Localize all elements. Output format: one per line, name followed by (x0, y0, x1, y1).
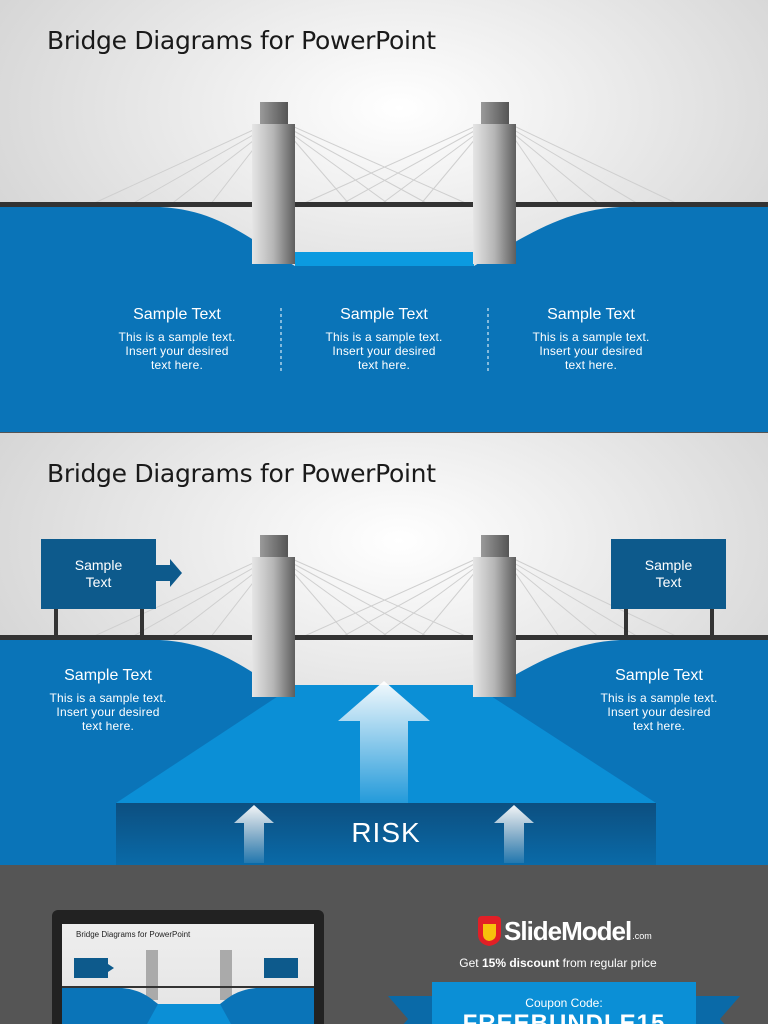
column-body: This is a sample text. Insert your desir… (501, 330, 681, 372)
slidemodel-logo: SlideModel .com (474, 914, 652, 948)
slide-2-title: Bridge Diagrams for PowerPoint (47, 459, 436, 488)
laptop-screen: Bridge Diagrams for PowerPoint (62, 924, 314, 1024)
body-line: This is a sample text. (118, 330, 236, 344)
slide-2: Bridge Diagrams for PowerPoint Sample Te… (0, 433, 768, 865)
risk-label: RISK (351, 817, 421, 848)
body-line: text here. (632, 719, 686, 733)
promo-banner: Bridge Diagrams for PowerPoint SlideMode… (0, 866, 768, 1024)
logo-text: SlideModel (504, 915, 632, 946)
sign-right: Sample Text (611, 539, 726, 609)
body-line: Insert your desired (125, 344, 229, 358)
block-body: This is a sample text. Insert your desir… (18, 691, 198, 733)
block-heading: Sample Text (64, 667, 152, 684)
discount-text: Get 15% discount from regular price (388, 956, 728, 970)
logo-domain: .com (632, 931, 652, 941)
body-line: text here. (564, 358, 618, 372)
slide-1: Bridge Diagrams for PowerPoint Sample Te… (0, 0, 768, 432)
body-line: text here. (150, 358, 204, 372)
body-line: This is a sample text. (600, 691, 718, 705)
body-line: This is a sample text. (532, 330, 650, 344)
bridge-illustration-1 (0, 0, 768, 432)
text-column-2: Sample Text This is a sample text. Inser… (294, 306, 474, 372)
column-heading: Sample Text (133, 306, 221, 323)
mini-slide-title: Bridge Diagrams for PowerPoint (76, 930, 191, 939)
coupon-ribbon[interactable]: Coupon Code: FREEBUNDLE15 (388, 982, 740, 1024)
block-body: This is a sample text. Insert your desir… (569, 691, 749, 733)
body-line: This is a sample text. (325, 330, 443, 344)
column-body: This is a sample text. Insert your desir… (294, 330, 474, 372)
discount-percent: 15% discount (481, 956, 560, 970)
column-heading: Sample Text (340, 306, 428, 323)
bridge-illustration-2 (0, 433, 768, 865)
body-line: text here. (357, 358, 411, 372)
discount-suffix: from regular price (559, 956, 657, 970)
body-line: This is a sample text. (49, 691, 167, 705)
body-line: Insert your desired (539, 344, 643, 358)
right-text-block: Sample Text This is a sample text. Inser… (569, 667, 749, 733)
slide-1-title: Bridge Diagrams for PowerPoint (47, 26, 436, 55)
sign-left-label: Sample Text (74, 557, 123, 590)
body-line: Insert your desired (56, 705, 160, 719)
body-line: Insert your desired (607, 705, 711, 719)
left-text-block: Sample Text This is a sample text. Inser… (18, 667, 198, 733)
text-column-3: Sample Text This is a sample text. Inser… (501, 306, 681, 372)
body-line: Insert your desired (332, 344, 436, 358)
discount-prefix: Get (459, 956, 482, 970)
coupon-code[interactable]: FREEBUNDLE15 (462, 1010, 666, 1024)
sign-left: Sample Text (41, 539, 156, 609)
mini-bridge-icon (62, 950, 314, 1024)
sign-right-label: Sample Text (644, 557, 693, 590)
laptop-preview: Bridge Diagrams for PowerPoint (52, 910, 324, 1024)
ribbon-shape (388, 982, 740, 1024)
coupon-label: Coupon Code: (525, 996, 603, 1010)
block-heading: Sample Text (615, 667, 703, 684)
body-line: text here. (81, 719, 135, 733)
column-heading: Sample Text (547, 306, 635, 323)
column-body: This is a sample text. Insert your desir… (87, 330, 267, 372)
slidemodel-logo-icon (478, 916, 501, 946)
text-column-1: Sample Text This is a sample text. Inser… (87, 306, 267, 372)
